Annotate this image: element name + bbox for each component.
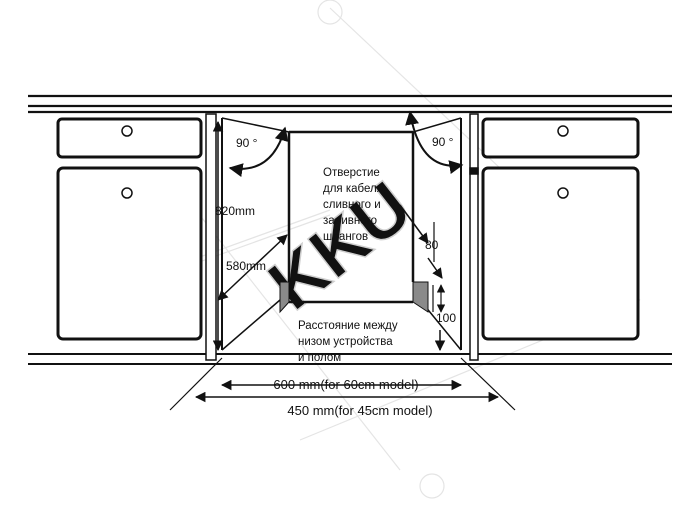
gap-text-line-3: и полом <box>298 352 341 364</box>
door-knob-icon <box>557 187 569 199</box>
hole-text-line-2: для кабеля, <box>323 183 386 195</box>
left-angle-label: 90 ° <box>236 136 258 150</box>
door-knob-icon <box>121 187 133 199</box>
drawer-knob-icon <box>557 125 569 137</box>
drawer-knob-icon <box>121 125 133 137</box>
width-dimensions: 600 mm(for 60cm model) 450 mm(for 45cm m… <box>169 357 516 418</box>
right-plinth <box>412 281 429 313</box>
hole-text-line-1: Отверстие <box>323 167 380 179</box>
hole-text-line-4: заливного <box>323 215 377 227</box>
right-angle-label: 90 ° <box>432 135 454 149</box>
depth-dimension <box>217 234 288 301</box>
left-angle-arc <box>228 126 289 177</box>
gap-annotation: Расстояние между низом устройства и поло… <box>298 320 446 364</box>
hole-text-line-5: шлангов <box>323 231 368 243</box>
width-60-label: 600 mm(for 60cm model) <box>273 377 418 392</box>
hole-text-line-3: сливного и <box>323 199 381 211</box>
width-45-label: 450 mm(for 45cm model) <box>287 403 432 418</box>
dim-80-label: 80 <box>425 238 439 252</box>
floor <box>28 353 672 365</box>
right-cabinet <box>469 113 640 361</box>
height-label: 820mm <box>215 204 255 218</box>
gap-text-line-1: Расстояние между <box>298 320 398 332</box>
depth-label: 580mm <box>226 259 266 273</box>
right-angle-arc <box>405 110 464 174</box>
countertop <box>28 94 672 114</box>
hole-annotation: Отверстие для кабеля, сливного и заливно… <box>323 167 429 244</box>
gap-text-line-2: низом устройства <box>298 336 393 348</box>
left-cabinet <box>56 113 217 361</box>
dim-100-label: 100 <box>436 311 456 325</box>
left-plinth <box>279 281 290 314</box>
